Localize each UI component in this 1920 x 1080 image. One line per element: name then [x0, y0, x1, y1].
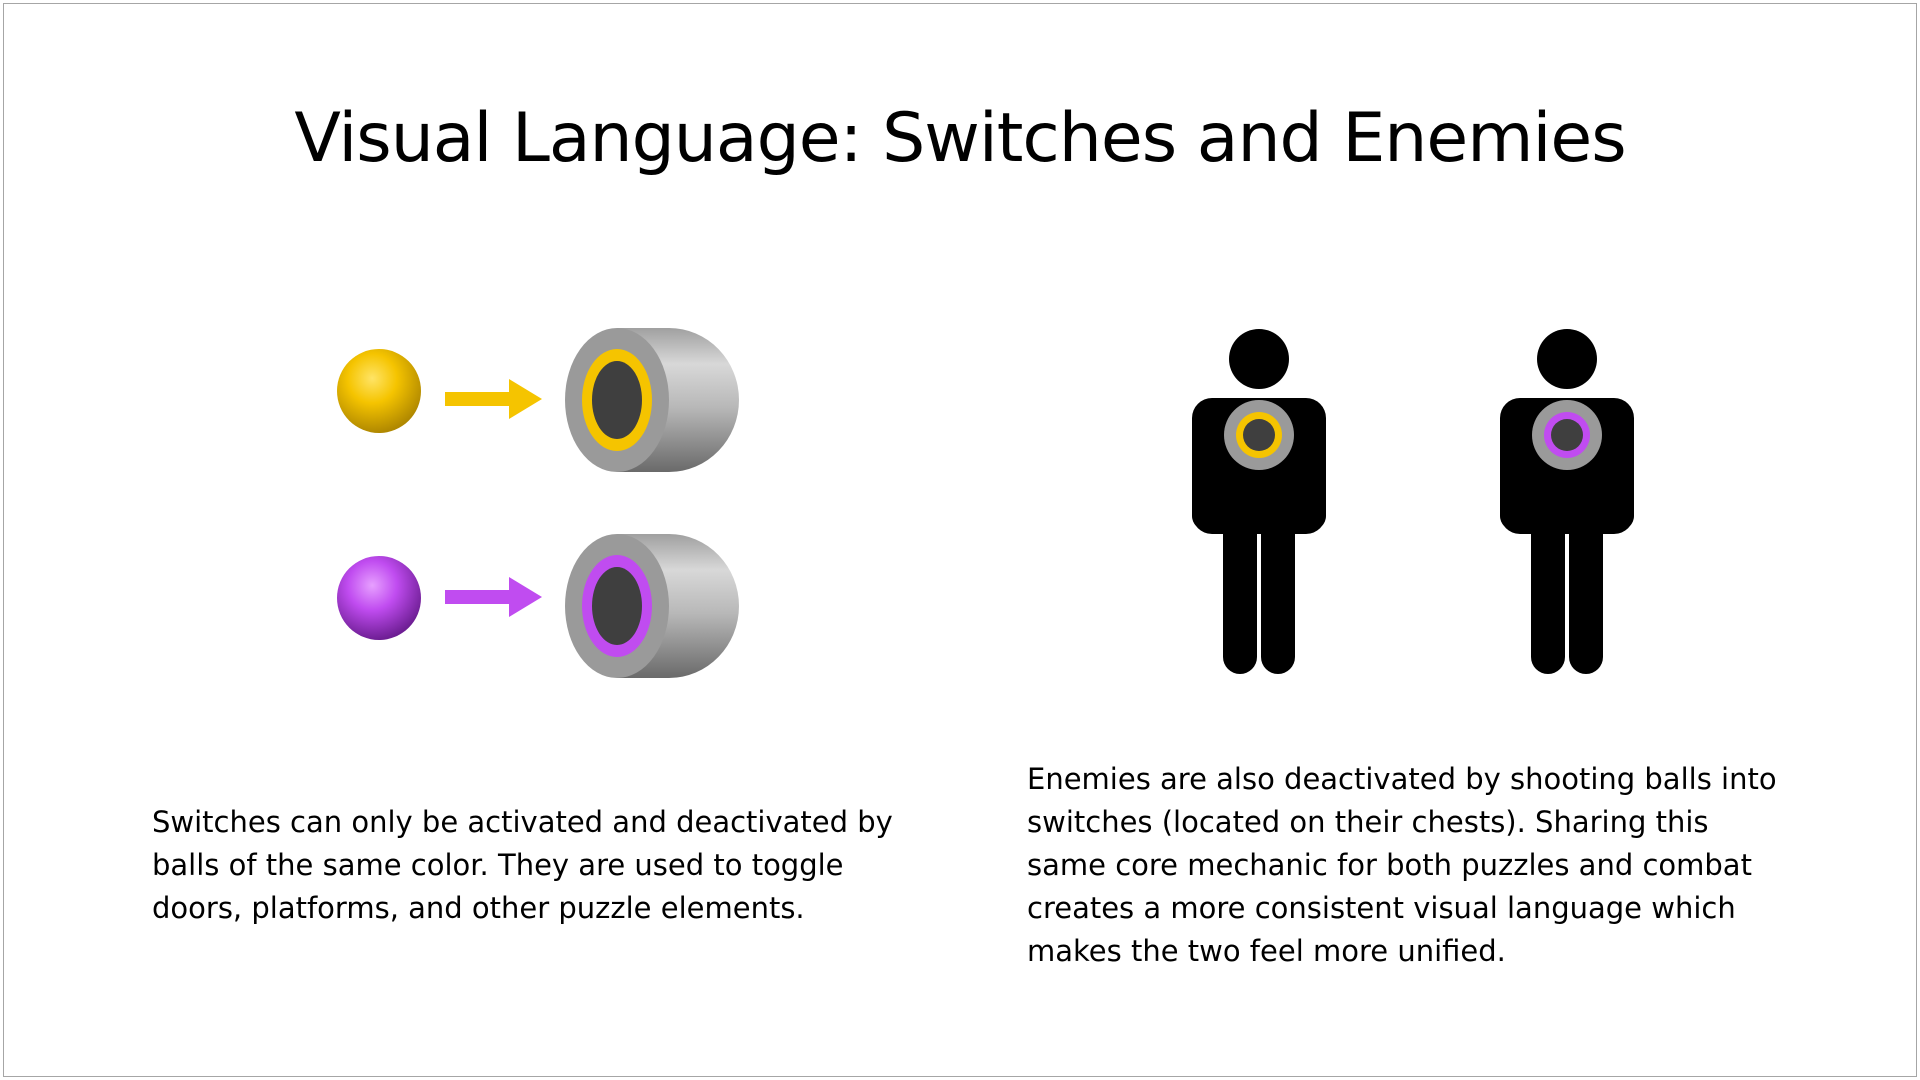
- yellow-arrow-icon: [445, 379, 542, 419]
- slide: Visual Language: Switches and Enemies: [3, 3, 1917, 1077]
- purple-switch-row: [337, 534, 739, 678]
- enemy-figure-yellow: [1192, 329, 1326, 674]
- illustration-canvas: [337, 328, 1634, 678]
- purple-switch-icon: [565, 534, 739, 678]
- yellow-switch-icon: [565, 328, 739, 472]
- yellow-ball-icon: [337, 349, 421, 433]
- chest-switch-core: [1551, 419, 1583, 451]
- enemies-caption: Enemies are also deactivated by shooting…: [1027, 762, 1777, 968]
- purple-ball-icon: [337, 556, 421, 640]
- person-silhouette-icon: [1500, 329, 1634, 674]
- enemy-figure-purple: [1500, 329, 1634, 674]
- yellow-switch-row: [337, 328, 739, 472]
- slide-title: Visual Language: Switches and Enemies: [294, 99, 1626, 178]
- chest-switch-core: [1243, 419, 1275, 451]
- switches-caption: Switches can only be activated and deact…: [152, 805, 893, 925]
- person-silhouette-icon: [1192, 329, 1326, 674]
- purple-arrow-icon: [445, 577, 542, 617]
